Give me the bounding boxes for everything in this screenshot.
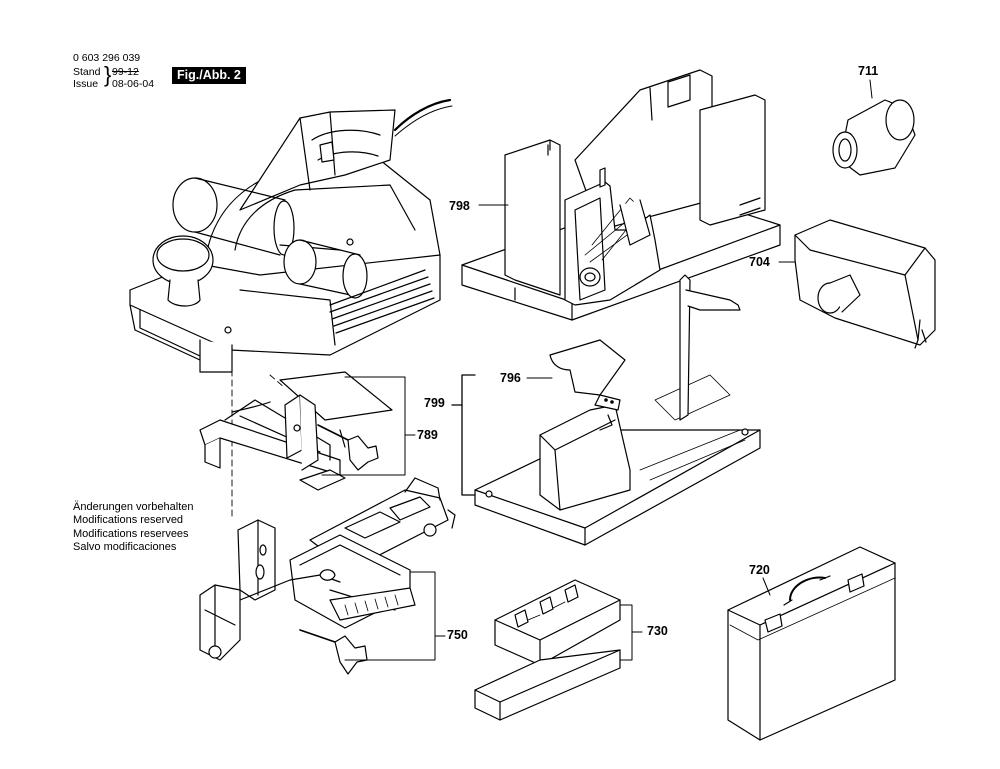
note-line: Salvo modificaciones: [73, 541, 177, 554]
issue-label: Issue: [73, 78, 99, 90]
part-799-stand: [451, 274, 761, 546]
brace-icon: }: [104, 62, 112, 87]
callout-798: 798: [449, 199, 470, 213]
note-line: Modifications reserved: [73, 514, 184, 527]
stand-date: 99-12: [112, 66, 139, 78]
part-789-guide: [199, 371, 416, 491]
callout-720: 720: [749, 563, 770, 577]
notes-block: Änderungen vorbehalten Modifications res…: [73, 501, 193, 555]
callout-711: 711: [858, 64, 879, 78]
planer-illustration: [129, 98, 453, 373]
issue-date: 08-06-04: [112, 78, 155, 90]
part-720-case: [727, 546, 896, 741]
note-line: Modifications reservees: [73, 527, 189, 540]
callout-789: 789: [417, 428, 438, 442]
part-730-blocks: [474, 579, 643, 721]
callout-730: 730: [647, 624, 668, 638]
part-704-dust-bag: [778, 219, 936, 349]
part-711-adapter: [832, 79, 916, 176]
note-line: Änderungen vorbehalten: [73, 501, 194, 513]
callout-796: 796: [500, 371, 521, 385]
callout-799: 799: [424, 396, 445, 410]
part-750-guide: [199, 477, 456, 675]
callout-704: 704: [749, 255, 770, 269]
part-798-frame: [461, 69, 781, 321]
stand-label: Stand: [73, 66, 101, 78]
callout-750: 750: [447, 628, 468, 642]
document-number: 0 603 296 039: [73, 52, 141, 64]
figure-label: Fig./Abb. 2: [172, 67, 246, 84]
